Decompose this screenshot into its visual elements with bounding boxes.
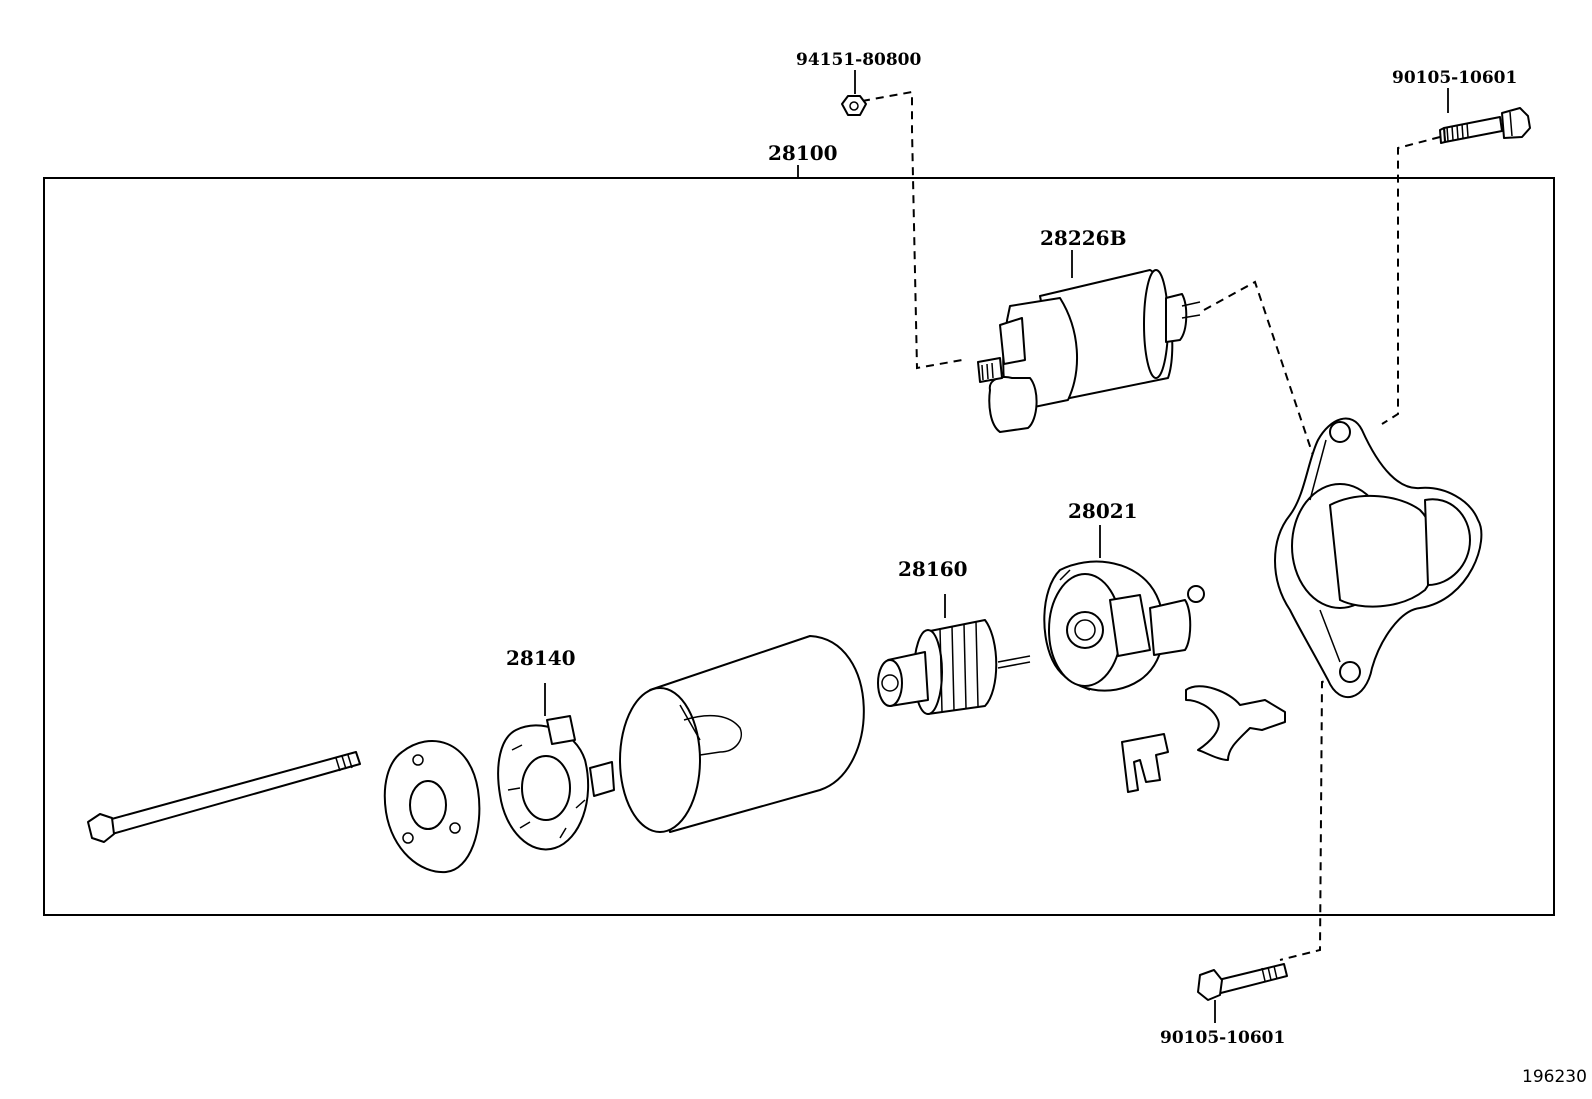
- label-pinion: 28160: [898, 557, 968, 581]
- through-bolt-icon: [87, 751, 361, 843]
- label-assembly: 28100: [768, 141, 838, 165]
- label-drive-assembly: 28021: [1068, 499, 1138, 523]
- label-brush-holder: 28140: [506, 646, 576, 670]
- yoke-housing-icon: [619, 635, 865, 833]
- brush-holder-icon: [497, 683, 615, 851]
- label-nut-top: 94151-80800: [796, 50, 922, 70]
- nut-icon: [841, 70, 867, 116]
- label-bolt-bottom: 90105-10601: [1160, 1028, 1285, 1048]
- drive-assembly-icon: [1043, 525, 1205, 692]
- bolt-top-right-icon: [1439, 88, 1531, 144]
- label-solenoid: 28226B: [1040, 226, 1126, 250]
- label-bolt-top-right: 90105-10601: [1392, 68, 1517, 88]
- drive-housing-icon: [1274, 417, 1483, 699]
- bolt-bottom-icon: [1197, 963, 1288, 1023]
- pinion-gear-icon: [877, 594, 1031, 715]
- illustration-number: 196230: [1522, 1067, 1587, 1087]
- solenoid-icon: [977, 250, 1201, 433]
- clip-icon: [1121, 733, 1169, 793]
- end-plate-icon: [383, 739, 481, 874]
- assembly-boundary-box: [43, 177, 1555, 916]
- shift-fork-icon: [1185, 685, 1286, 761]
